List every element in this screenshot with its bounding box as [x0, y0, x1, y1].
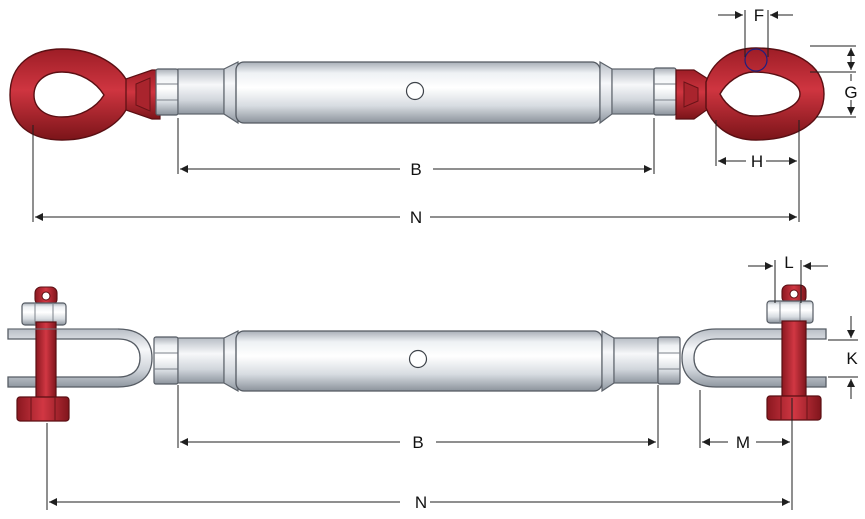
top-turnbuckle: F G H B N — [9, 6, 858, 227]
dimension-label-n-top: N — [410, 208, 422, 227]
dimension-label-b-bottom: B — [412, 433, 423, 452]
right-eye-fitting — [675, 47, 825, 141]
dimension-label-g: G — [844, 83, 857, 102]
right-jam-nut — [653, 67, 677, 116]
right-threaded-end — [611, 68, 655, 115]
bottom-turnbuckle: L K M B N — [7, 253, 858, 512]
dimension-label-n-bottom: N — [415, 493, 427, 512]
left-threaded-end-bottom — [177, 337, 225, 384]
dimension-label-h: H — [751, 152, 763, 171]
dimension-label-m: M — [736, 433, 750, 452]
left-eye-fitting — [9, 48, 161, 141]
left-jam-nut — [155, 68, 179, 116]
right-threaded-end-bottom — [613, 337, 659, 384]
dimension-label-k: K — [846, 349, 858, 368]
left-jam-nut-bottom — [153, 336, 179, 385]
dimension-label-b-top: B — [410, 160, 421, 179]
dimension-label-l: L — [784, 253, 793, 272]
dimension-label-f: F — [754, 6, 764, 25]
right-jaw-fitting — [681, 284, 827, 421]
top-dimensions — [32, 10, 856, 222]
left-threaded-end — [177, 68, 225, 115]
body-hole-bottom — [408, 349, 428, 369]
body-hole — [405, 81, 425, 101]
left-jaw-fitting — [7, 286, 153, 422]
right-jam-nut-bottom — [657, 336, 681, 385]
bottom-dimensions — [46, 260, 858, 510]
